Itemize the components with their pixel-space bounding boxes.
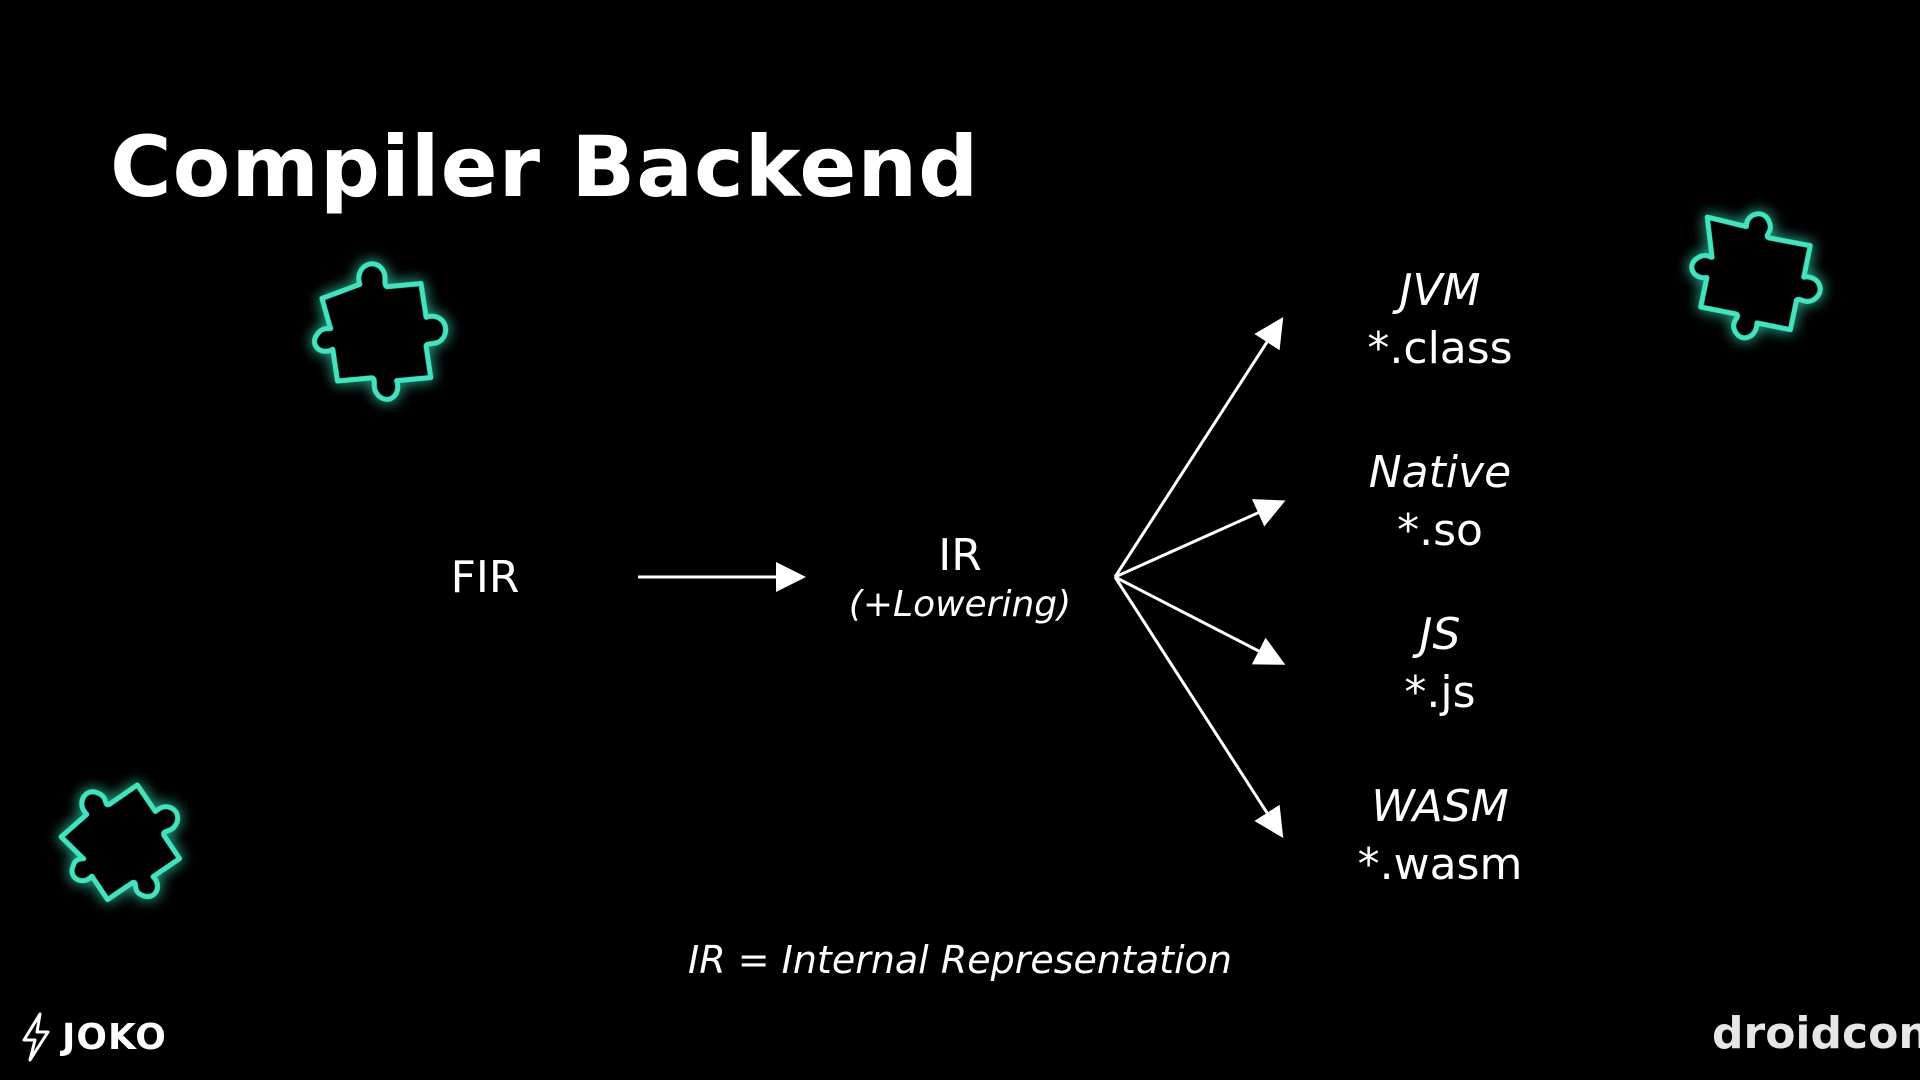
ir-definition-footnote: IR = Internal Representation <box>688 938 1232 982</box>
joko-logo: JOKO <box>18 1012 167 1062</box>
target-extension: *.class <box>1367 323 1513 374</box>
target-extension: *.wasm <box>1357 839 1523 890</box>
droidcon-logo: droidcon <box>1712 1008 1920 1059</box>
target-extension: *.so <box>1397 505 1483 556</box>
target-name: Native <box>1368 447 1512 498</box>
puzzle-piece-icon <box>312 261 449 402</box>
target-js: JS *.js <box>1290 606 1590 722</box>
target-extension: *.js <box>1404 667 1476 718</box>
arrow-ir-to-jvm <box>1113 316 1284 578</box>
target-native: Native *.so <box>1290 444 1590 560</box>
fir-node: FIR <box>450 552 520 603</box>
target-wasm: WASM *.wasm <box>1290 778 1590 894</box>
ir-node: IR <box>938 530 982 581</box>
target-name: WASM <box>1371 781 1509 832</box>
lightning-bolt-icon <box>22 1012 50 1062</box>
target-name: JVM <box>1399 265 1481 316</box>
joko-logo-text: JOKO <box>62 1016 167 1058</box>
arrow-ir-to-wasm <box>1113 576 1284 839</box>
puzzle-piece-icon <box>1689 211 1823 341</box>
target-jvm: JVM *.class <box>1290 262 1590 378</box>
slide-title: Compiler Backend <box>110 118 980 216</box>
arrow-ir-to-native <box>1114 499 1286 579</box>
puzzle-piece-icon <box>58 782 183 903</box>
arrow-ir-to-js <box>1114 575 1286 665</box>
target-name: JS <box>1419 609 1461 660</box>
ir-lowering-note: (+Lowering) <box>848 584 1072 625</box>
